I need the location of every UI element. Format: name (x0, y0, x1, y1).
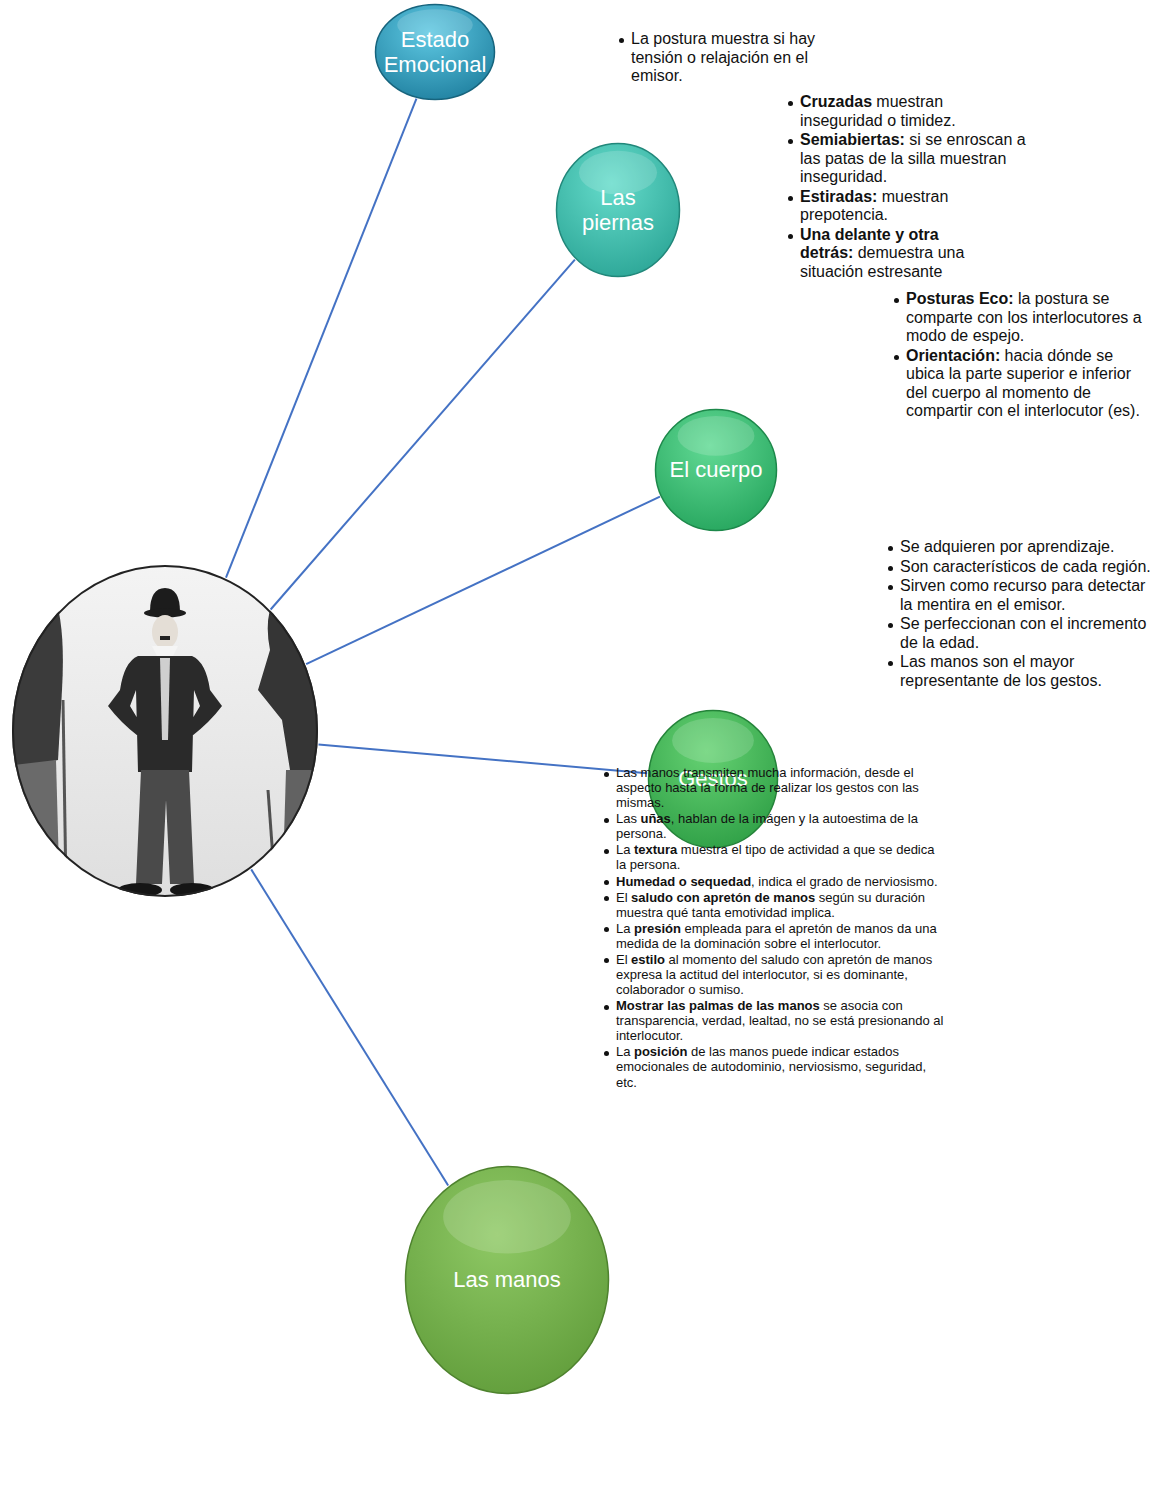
key-term: Humedad o sequedad (616, 874, 751, 889)
bullet-item: Cruzadasmuestran inseguridad o timidez. (787, 93, 1027, 130)
key-term: Cruzadas (800, 93, 872, 110)
chaplin-figure (108, 588, 222, 897)
note-text: El (616, 890, 628, 905)
node-text-holder: El cuerpo (654, 408, 778, 532)
note-text: La (616, 842, 630, 857)
bullet-item: Elsaludo con apretón de manossegún su du… (603, 890, 948, 920)
gloss-highlight (678, 416, 755, 456)
note-text: Las manos transmiten mucha información, … (616, 765, 919, 810)
bullet-item: Una delante y otra detrás:demuestra una … (787, 226, 1027, 282)
side-figure-legs (282, 770, 322, 905)
note-text: El (616, 952, 628, 967)
bullet-list: Se adquieren por aprendizaje. Son caracte… (887, 538, 1155, 691)
bullet-item: Las manos son el mayor representante de … (887, 653, 1155, 690)
bullet-item: Se adquieren por aprendizaje. (887, 538, 1155, 557)
side-figure (10, 585, 63, 770)
topic-title: El cuerpo (670, 457, 763, 482)
bullet-item: Humedad o sequedad, indica el grado de n… (603, 874, 948, 889)
bullet-item: Elestiloal momento del saludo con apretó… (603, 952, 948, 997)
note-text: Las manos son el mayor representante de … (900, 653, 1102, 689)
connector-line (226, 99, 416, 578)
connector-line (306, 497, 660, 665)
gloss-highlight (443, 1180, 571, 1254)
note-text: Son característicos de cada región. (900, 558, 1151, 575)
bullet-item: Se perfeccionan con el incremento de la … (887, 615, 1155, 652)
node-ellipse (376, 5, 495, 100)
key-term: Estiradas: (800, 188, 877, 205)
bullet-item: Posturas Eco:la postura se comparte con … (893, 290, 1155, 346)
key-term: Semiabiertas: (800, 131, 905, 148)
bullet-item: Lapresiónempleada para el apretón de man… (603, 921, 948, 951)
connector-line (251, 869, 448, 1185)
bullet-item: Sirven como recurso para detectar la men… (887, 577, 1155, 614)
node-ellipse (13, 566, 317, 896)
note-text: Se adquieren por aprendizaje. (900, 538, 1114, 555)
node-outline (11, 564, 319, 898)
topic-title: Las manos (453, 1267, 561, 1292)
chaplin-photo (10, 560, 322, 905)
note-text: La (616, 1044, 630, 1059)
key-term: Mostrar las palmas de las manos (616, 998, 820, 1013)
node-text-holder (11, 564, 319, 898)
topic-title: Estado Emocional (383, 27, 488, 78)
photo-ground (10, 560, 322, 905)
node-text-holder: Las manos (404, 1165, 610, 1395)
note-text: Sirven como recurso para detectar la men… (900, 577, 1145, 613)
bullet-item: Estiradas:muestran prepotencia. (787, 188, 1027, 225)
node-text-holder: Las piernas (555, 142, 681, 278)
key-term: posición (634, 1044, 687, 1059)
topic-circle: Las piernas (555, 142, 681, 278)
note-text: , indica el grado de nerviosismo. (751, 874, 937, 889)
node-ellipse (557, 144, 680, 277)
topic-circle: El cuerpo (654, 408, 778, 532)
connector-line (271, 260, 575, 610)
connector-line (319, 744, 648, 773)
key-term: estilo (631, 952, 665, 967)
key-term: textura (634, 842, 677, 857)
note-text: La postura muestra si hay tensión o rela… (631, 30, 815, 84)
bullet-list: La postura muestra si hay tensión o rela… (618, 30, 853, 87)
node-ellipse (656, 410, 777, 531)
bullet-item: Son característicos de cada región. (887, 558, 1155, 577)
photo-oval (11, 564, 319, 898)
gloss-highlight (672, 718, 754, 763)
node-ellipse (406, 1167, 609, 1394)
key-term: uñas (640, 811, 670, 826)
bullet-list: Cruzadasmuestran inseguridad o timidez.S… (787, 93, 1027, 282)
bullet-item: Latexturamuestra el tipo de actividad a … (603, 842, 948, 872)
topic-title: Las piernas (564, 185, 672, 236)
key-term: Posturas Eco: (906, 290, 1014, 307)
key-term: saludo con apretón de manos (631, 890, 815, 905)
note-text: Se perfeccionan con el incremento de la … (900, 615, 1146, 651)
note-text: La (616, 921, 630, 936)
topic-circle: Las manos (404, 1165, 610, 1395)
bullet-list: Posturas Eco:la postura se comparte con … (893, 290, 1155, 422)
bullet-item: La postura muestra si hay tensión o rela… (618, 30, 853, 86)
bullet-item: Semiabiertas:si se enroscan a las patas … (787, 131, 1027, 187)
bullet-list: Las manos transmiten mucha información, … (603, 765, 948, 1091)
key-term: Orientación: (906, 347, 1000, 364)
key-term: presión (634, 921, 681, 936)
bullet-item: Mostrar las palmas de las manosse asocia… (603, 998, 948, 1043)
note-text: Las (616, 811, 637, 826)
bullet-item: Laposiciónde las manos puede indicar est… (603, 1044, 948, 1089)
node-text-holder: Estado Emocional (374, 3, 496, 101)
bullet-item: Las manos transmiten mucha información, … (603, 765, 948, 810)
bullet-item: Lasuñas, hablan de la imágen y la autoes… (603, 811, 948, 841)
cane (63, 700, 66, 890)
bullet-item: Orientación:hacia dónde se ubica la part… (893, 347, 1155, 421)
topic-circle: Estado Emocional (374, 3, 496, 101)
